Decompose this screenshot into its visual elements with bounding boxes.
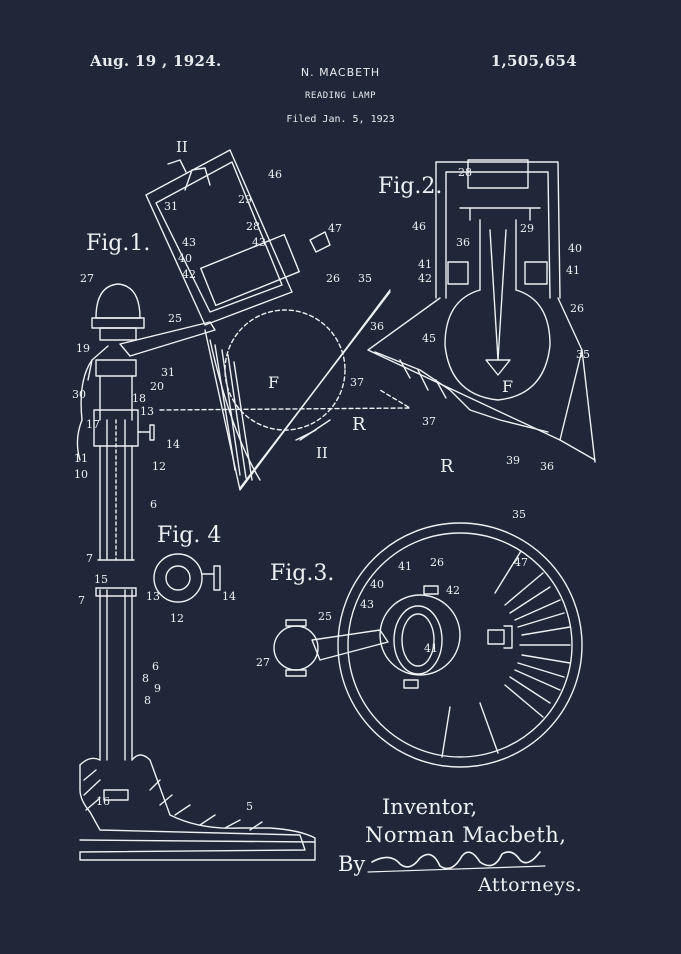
ref-26-head: 26 [326,272,340,285]
ref-6-lower: 6 [152,660,159,673]
ref-19: 19 [76,342,90,355]
section-mark-bottom: II [316,444,328,462]
ref-28-head: 28 [246,220,260,233]
ref-27-fig3: 27 [256,656,270,669]
ref-13-fig4: 13 [146,590,160,603]
ref-41-fig2: 41 [418,258,432,271]
ref-7-top: 7 [86,552,93,565]
ref-7-bottom: 7 [78,594,85,607]
ref-27: 27 [80,272,94,285]
fig2-label: Fig.2. [378,174,442,199]
by-label: By [338,852,366,876]
ref-5: 5 [246,800,253,813]
ref-R-fig1: R [352,414,366,435]
reference-numbers: 27 25 19 31 20 30 18 13 17 14 11 12 10 6… [72,166,590,813]
ref-35-fig2: 35 [576,348,590,361]
ref-43-fig3: 43 [360,598,374,611]
ref-9: 9 [154,682,161,695]
ref-10: 10 [74,468,88,481]
ref-28-fig2: 28 [458,166,472,179]
ref-26-fig2: 26 [570,302,584,315]
ref-41b-fig3: 41 [424,642,438,655]
ref-29-fig2: 29 [520,222,534,235]
ref-13: 13 [140,405,154,418]
ref-40-fig2: 40 [568,242,582,255]
fig4-drawing [153,553,221,603]
inventor-label: Inventor, [382,795,478,819]
fig4-label: Fig. 4 [157,523,221,548]
fig3-drawing [273,522,583,768]
ref-14: 14 [166,438,180,451]
ref-29-head: 29 [238,193,252,206]
ref-R-fig2: R [440,456,454,477]
attorneys-label: Attorneys. [478,874,583,896]
ref-18: 18 [132,392,146,405]
ref-35-fig3: 35 [512,508,526,521]
ref-46-head: 46 [268,168,282,181]
ref-26-fig3: 26 [430,556,444,569]
ref-11: 11 [74,452,88,465]
ref-6: 6 [150,498,157,511]
ref-37-fig2: 37 [422,415,436,428]
ref-F-fig2: F [502,377,513,396]
ref-35-head: 35 [358,272,372,285]
section-mark-top: II [176,138,188,156]
ref-40-fig3: 40 [370,578,384,591]
attorney-signature-scribble [371,851,541,870]
ref-40-head: 40 [178,252,192,265]
fig2-drawing [367,159,596,463]
ref-36-fig2: 36 [456,236,470,249]
ref-47-head: 47 [328,222,342,235]
ref-8-a: 8 [142,672,149,685]
filed-date: Filed Jan. 5, 1923 [286,114,395,125]
ref-39-fig2: 39 [506,454,520,467]
ref-17: 17 [86,418,100,431]
ref-20: 20 [150,380,164,393]
inventor-heading: N. MACBETH [300,66,381,79]
ref-36b-fig2: 36 [540,460,554,473]
ref-8-b: 8 [144,694,151,707]
ref-45-fig2: 45 [422,332,436,345]
fig1-label: Fig.1. [86,231,150,256]
fig3-label: Fig.3. [270,561,334,586]
patent-number: 1,505,654 [490,52,577,70]
fig1-lamp-head [145,149,411,491]
ref-42-fig2: 42 [418,272,432,285]
ref-12-fig4: 12 [170,612,184,625]
fig1-drawing [76,283,316,861]
ref-25: 25 [168,312,182,325]
ref-43b-head: 43 [252,236,266,249]
ref-25-fig3: 25 [318,610,332,623]
patent-title: READING LAMP [304,91,377,101]
inventor-signature-name: Norman Macbeth, [365,823,567,847]
ref-12: 12 [152,460,166,473]
ref-30: 30 [72,388,86,401]
ref-F-fig1: F [268,373,279,392]
ref-46-fig2: 46 [412,220,426,233]
ref-14-fig4: 14 [222,590,236,603]
ref-31-head: 31 [164,200,178,213]
ref-36-head: 36 [370,320,384,333]
ref-47-fig3: 47 [514,556,528,569]
ref-41-fig3: 41 [398,560,412,573]
ref-16: 16 [96,795,110,808]
ref-42-fig3: 42 [446,584,460,597]
ref-43-head: 43 [182,236,196,249]
ref-37-head: 37 [350,376,364,389]
ref-41b-fig2: 41 [566,264,580,277]
patent-date: Aug. 19 , 1924. [90,52,222,70]
signature-underline [367,865,546,873]
ref-42-head: 42 [182,268,196,281]
ref-31: 31 [161,366,175,379]
ref-15: 15 [94,573,108,586]
